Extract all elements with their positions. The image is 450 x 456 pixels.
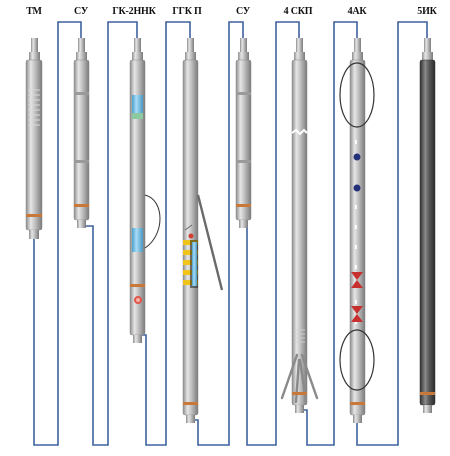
tool-tm — [25, 38, 43, 239]
label-4ak: 4АК — [347, 6, 367, 17]
label-su-1: СУ — [73, 6, 89, 17]
tool-ggk-p — [182, 38, 224, 423]
label-5ik: 5ИК — [417, 6, 437, 17]
tool-4-skp — [280, 38, 319, 413]
label-gk-2nnk: ГК-2ННК — [112, 6, 156, 17]
label-tm: ТМ — [26, 6, 42, 17]
label-ggk-p: ГГК П — [172, 6, 202, 17]
label-su-2: СУ — [235, 6, 251, 17]
tool-su-1 — [73, 38, 90, 228]
tool-4ak — [339, 38, 375, 423]
ggk-yellow-bands — [183, 240, 198, 288]
tool-5ik — [419, 38, 436, 413]
connecting-cable — [33, 21, 428, 446]
label-4-skp: 4 СКП — [283, 6, 313, 17]
tool-gk-2nnk — [129, 38, 161, 343]
tool-su-2 — [235, 38, 252, 228]
